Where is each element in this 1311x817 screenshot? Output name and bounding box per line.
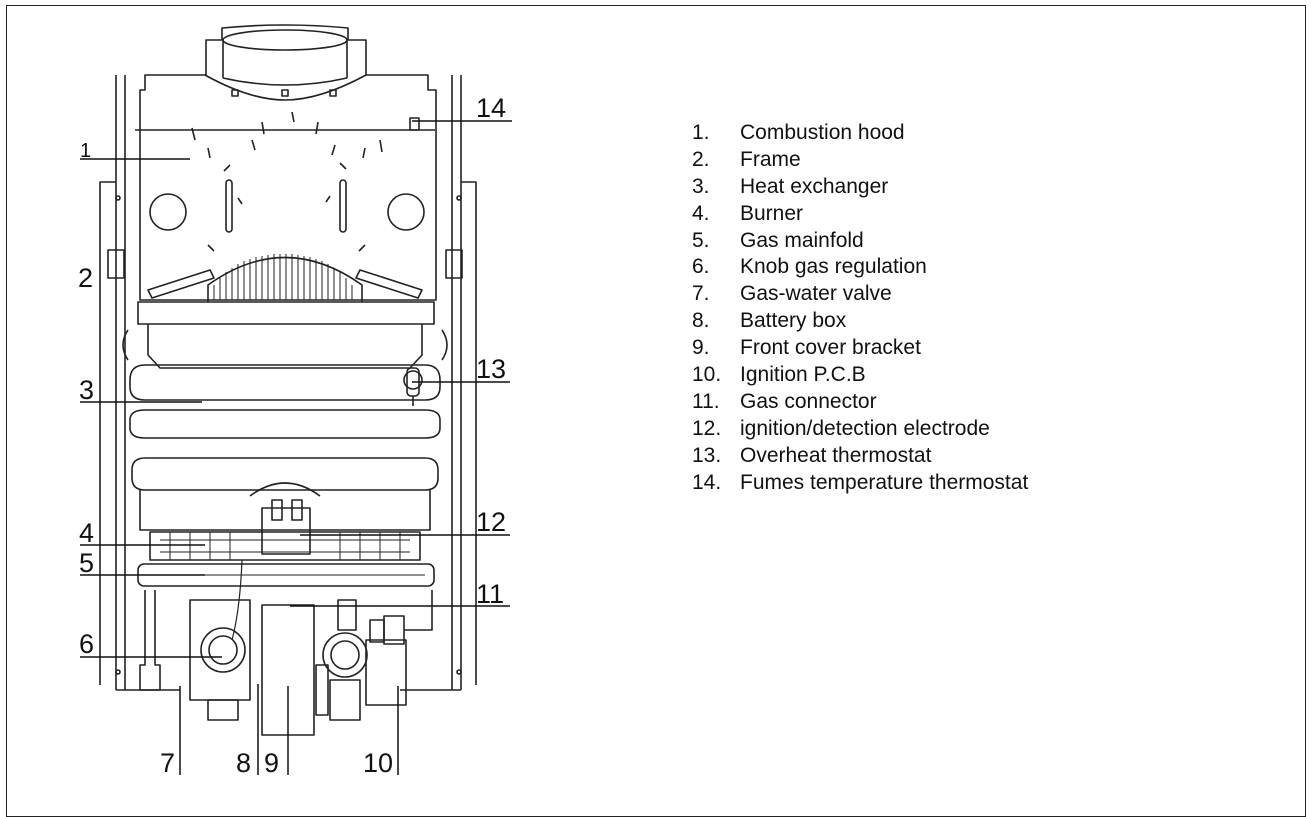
legend-item-number: 8.	[692, 309, 710, 333]
legend-item: 10. Ignition P.C.B	[692, 362, 1028, 389]
legend-item-label: Gas-water valve	[740, 282, 892, 306]
legend-item: 2. Frame	[692, 147, 1028, 174]
legend-item-label: Heat exchanger	[740, 174, 889, 198]
callout-13: 13	[476, 354, 506, 384]
legend-item-label: Combustion hood	[740, 121, 905, 144]
legend-item-label: Battery box	[740, 309, 847, 333]
callout-5: 5	[79, 548, 94, 578]
callout-9: 9	[264, 748, 279, 778]
callout-3: 3	[79, 375, 94, 405]
legend-item-number: 13.	[692, 443, 722, 467]
ignition-pcb	[365, 639, 407, 706]
legend-item-label: Knob gas regulation	[740, 255, 927, 279]
legend-item-number: 12.	[692, 416, 722, 440]
heat-exchanger	[122, 301, 448, 531]
callout-4: 4	[79, 518, 94, 548]
callout-1: 1	[80, 140, 91, 162]
legend-item: 7. Gas-water valve	[692, 281, 1028, 308]
legend-item: 5. Gas mainfold	[692, 228, 1028, 255]
hood-fins	[213, 254, 353, 300]
fumes-thermostat	[409, 117, 420, 131]
legend-item-number: 7.	[692, 282, 710, 306]
callout-7: 7	[160, 748, 175, 778]
legend-item: 8. Battery box	[692, 308, 1028, 335]
legend-item-label: Front cover bracket	[740, 336, 921, 360]
frame-outline	[99, 75, 477, 691]
legend-item-label: Overheat thermostat	[740, 443, 932, 467]
legend-item: 4. Burner	[692, 201, 1028, 228]
legend-item-label: Gas mainfold	[740, 228, 864, 252]
callout-11: 11	[476, 579, 504, 609]
legend-item-label: Ignition P.C.B	[740, 363, 866, 387]
callout-6: 6	[79, 629, 94, 659]
legend-item-label: Fumes temperature thermostat	[740, 470, 1029, 494]
leader-lines	[80, 120, 512, 775]
legend-item-label: ignition/detection electrode	[740, 416, 990, 440]
legend-item: 12. ignition/detection electrode	[692, 416, 1028, 443]
callout-2: 2	[78, 263, 93, 293]
legend-item-number: 2.	[692, 147, 710, 171]
legend-item: 11. Gas connector	[692, 389, 1028, 416]
legend-item: 9. Front cover bracket	[692, 335, 1028, 362]
legend-item-label: Burner	[740, 201, 804, 225]
callout-10: 10	[363, 748, 393, 778]
legend-item-label: Frame	[740, 147, 801, 171]
callout-labels: 1 2 3 4 5 6 7 8 9 10 11 12 13 14	[78, 93, 506, 778]
legend-item: 3. Heat exchanger	[692, 174, 1028, 201]
legend-item: 6. Knob gas regulation	[692, 254, 1028, 281]
heater-drawing	[99, 24, 477, 736]
legend-item-number: 14.	[692, 470, 722, 494]
legend-item-number: 10.	[692, 363, 722, 387]
ignition-electrode	[261, 499, 311, 555]
legend-item-number: 9.	[692, 336, 710, 360]
parts-legend: 1. Combustion hood 2. Frame 3. Heat exchanger…	[692, 120, 1028, 496]
legend-item-number: 3.	[692, 174, 710, 198]
legend-item-number: 5.	[692, 228, 710, 252]
right-valve	[315, 599, 368, 721]
burner	[149, 531, 421, 561]
gas-water-valve	[139, 590, 251, 721]
callout-12: 12	[476, 507, 506, 537]
combustion-hood	[135, 24, 437, 302]
legend-item-number: 1.	[692, 121, 710, 144]
callout-14: 14	[476, 93, 506, 123]
legend-item-number: 4.	[692, 201, 710, 225]
callout-8: 8	[236, 748, 251, 778]
legend-item-number: 6.	[692, 255, 710, 279]
legend-item: 14. Fumes temperature thermostat	[692, 470, 1028, 497]
gas-connector	[369, 590, 433, 645]
legend-item-label: Gas connector	[740, 389, 877, 413]
legend-item-number: 11.	[692, 389, 720, 413]
legend-item: 1. Combustion hood	[692, 120, 1028, 147]
legend-item: 13. Overheat thermostat	[692, 443, 1028, 470]
